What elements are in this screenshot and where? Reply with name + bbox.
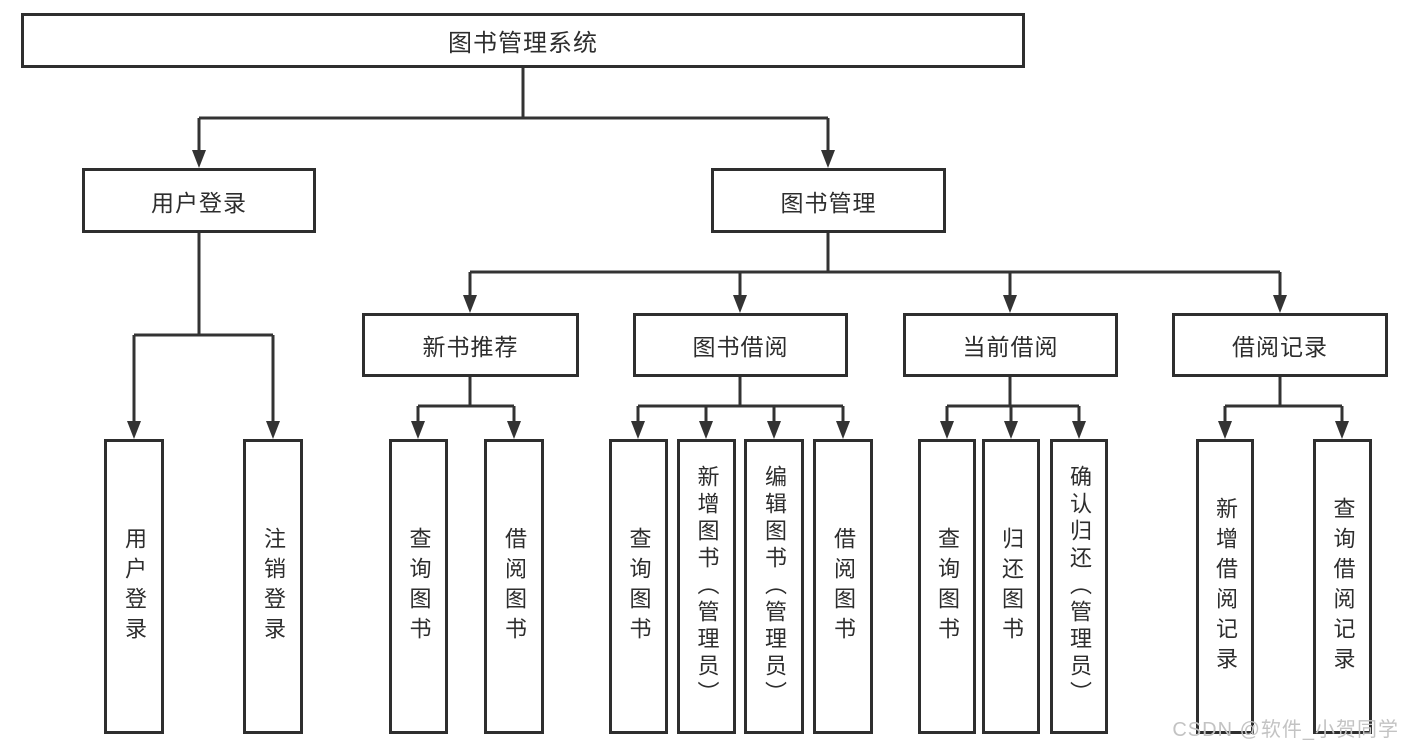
node-label: 借阅记录 <box>1232 334 1328 360</box>
arrow-icon <box>1072 421 1086 439</box>
node-label: 新增借阅记录 <box>1213 496 1238 677</box>
arrow-icon <box>767 421 781 439</box>
node-label: 确认归还（管理员） <box>1067 465 1092 708</box>
arrow-icon <box>1335 421 1349 439</box>
node-label: 图书借阅 <box>692 334 789 360</box>
node-label: 新增图书（管理员） <box>694 465 720 708</box>
node-label: 图书管理系统 <box>448 30 598 57</box>
arrow-icon <box>699 421 713 439</box>
arrow-icon <box>821 150 835 168</box>
arrow-icon <box>192 150 206 168</box>
leaf-user-login: 用户登录 <box>104 439 164 734</box>
leaf-edit-books-admin: 编辑图书（管理员） <box>744 439 804 734</box>
node-label: 归还图书 <box>999 526 1024 647</box>
node-label: 查询借阅记录 <box>1330 496 1356 677</box>
arrow-icon <box>266 421 280 439</box>
edge-borrowrecords-to-leaves <box>1223 377 1344 423</box>
arrow-icon <box>1003 295 1017 313</box>
leaf-add-books-admin: 新增图书（管理员） <box>677 439 736 734</box>
arrow-icon <box>1218 421 1232 439</box>
node-label: 当前借阅 <box>962 334 1059 360</box>
arrow-icon <box>507 421 521 439</box>
edge-root-to-level2 <box>197 68 830 152</box>
edge-userlogin-to-leaves <box>132 233 275 423</box>
leaf-add-borrow-record: 新增借阅记录 <box>1196 439 1254 734</box>
leaf-return-books: 归还图书 <box>982 439 1040 734</box>
node-user-login: 用户登录 <box>82 168 316 233</box>
leaf-query-borrow-record: 查询借阅记录 <box>1313 439 1372 734</box>
leaf-borrow-books-rec: 借阅图书 <box>484 439 544 734</box>
leaf-query-books-borrow: 查询图书 <box>609 439 668 734</box>
arrow-icon <box>631 421 645 439</box>
arrow-icon <box>1004 421 1018 439</box>
node-label: 用户登录 <box>151 189 247 216</box>
csdn-watermark: CSDN @软件_小贺同学 <box>1172 719 1399 741</box>
arrow-icon <box>411 421 425 439</box>
arrow-icon <box>733 295 747 313</box>
arrow-icon <box>1273 295 1287 313</box>
node-new-book-recommendation: 新书推荐 <box>362 313 579 377</box>
edge-bookborrow-to-leaves <box>636 377 845 423</box>
edge-currentborrow-to-leaves <box>945 377 1081 423</box>
node-label: 查询图书 <box>406 526 432 647</box>
node-label: 查询图书 <box>626 526 652 647</box>
node-label: 借阅图书 <box>502 526 527 647</box>
node-label: 查询图书 <box>935 526 960 647</box>
arrow-icon <box>940 421 954 439</box>
leaf-borrow-books: 借阅图书 <box>813 439 873 734</box>
node-root-system: 图书管理系统 <box>21 13 1025 68</box>
leaf-logout: 注销登录 <box>243 439 303 734</box>
node-label: 借阅图书 <box>831 526 856 647</box>
leaf-query-books-rec: 查询图书 <box>389 439 448 734</box>
arrow-icon <box>127 421 141 439</box>
edge-newbookrec-to-leaves <box>416 377 516 423</box>
leaf-confirm-return-admin: 确认归还（管理员） <box>1050 439 1108 734</box>
node-current-borrowing: 当前借阅 <box>903 313 1118 377</box>
node-label: 注销登录 <box>261 526 286 647</box>
edge-bookmgmt-to-level3 <box>468 233 1282 296</box>
leaf-query-books-current: 查询图书 <box>918 439 976 734</box>
node-book-management: 图书管理 <box>711 168 946 233</box>
arrow-icon <box>836 421 850 439</box>
node-label: 图书管理 <box>780 189 877 216</box>
node-label: 编辑图书（管理员） <box>762 465 787 708</box>
node-label: 用户登录 <box>122 526 147 647</box>
node-book-borrowing: 图书借阅 <box>633 313 848 377</box>
node-label: 新书推荐 <box>422 334 519 360</box>
node-borrowing-records: 借阅记录 <box>1172 313 1388 377</box>
arrow-icon <box>463 295 477 313</box>
